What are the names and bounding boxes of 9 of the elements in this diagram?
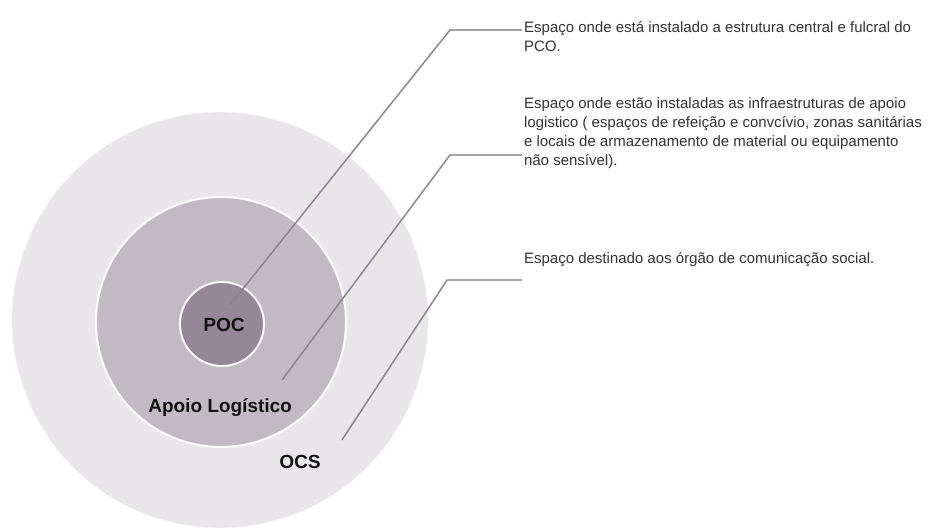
leader-line bbox=[229, 29, 522, 306]
description-text: Espaço onde estão instaladas as infraestruturas de apoio logistico ( espaços de refeição e convcívio, zonas sanitárias e locais de armazenamento de material ou equipamento não sensível). bbox=[524, 94, 924, 170]
zone-label: OCS bbox=[279, 452, 321, 474]
description-text: Espaço destinado aos órgão de comunicação social. bbox=[524, 249, 924, 268]
leader-line bbox=[281, 154, 522, 380]
zone-label: Apoio Logístico bbox=[148, 396, 292, 418]
leader-line bbox=[341, 279, 522, 440]
zone-label: POC bbox=[203, 315, 245, 337]
description-text: Espaço onde está instalado a estrutura central e fulcral do PCO. bbox=[524, 18, 924, 56]
